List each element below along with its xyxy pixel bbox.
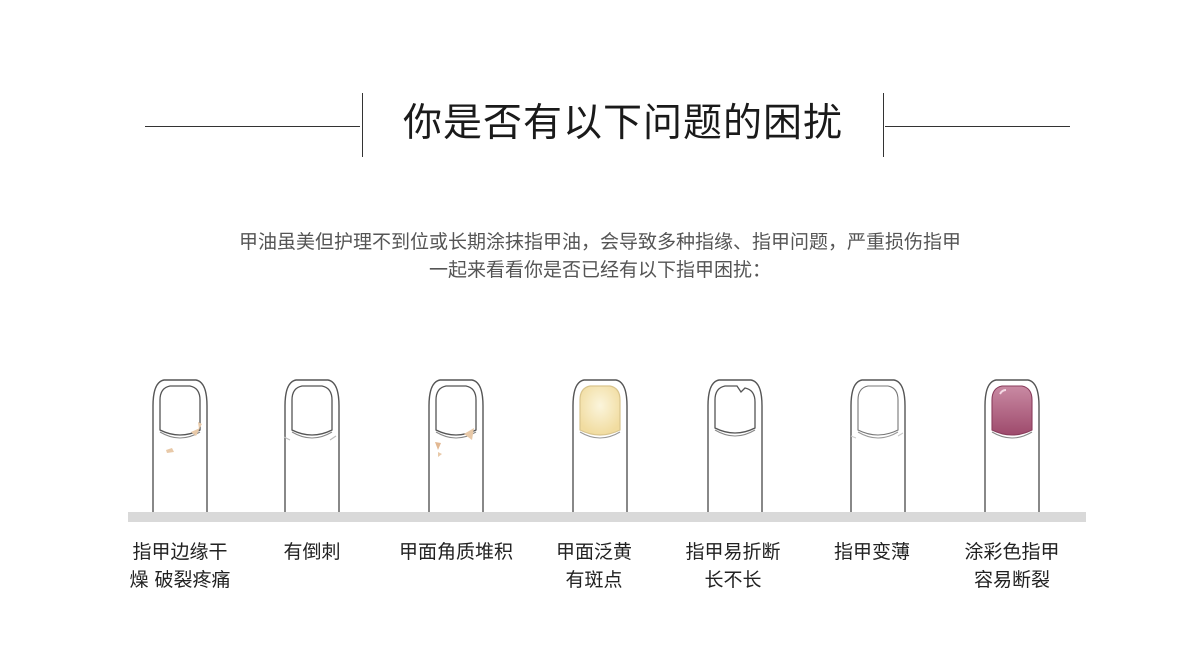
base-bar: [128, 512, 1086, 522]
problem-label-line: 甲面角质堆积: [398, 541, 513, 563]
problem-label-cuticle: 甲面角质堆积: [381, 538, 531, 566]
problem-label-thin: 指甲变薄: [797, 538, 947, 566]
problem-label-line: 长不长: [704, 569, 762, 591]
problem-label-line: 指甲变薄: [833, 541, 910, 563]
problem-labels: 指甲边缘干 燥 破裂疼痛 有倒刺 甲面角质堆积 甲面泛黄 有斑点 指甲易折断 长…: [0, 538, 1200, 658]
title-bracket-right: [883, 93, 884, 157]
problem-label-line: 涂彩色指甲: [964, 541, 1060, 563]
nail-illustrations: [152, 379, 1040, 512]
problem-label-dry-cracked: 指甲边缘干 燥 破裂疼痛: [105, 538, 255, 594]
intro-line-1: 甲油虽美但护理不到位或长期涂抹指甲油，会导致多种指缘、指甲问题，严重损伤指甲: [238, 231, 961, 253]
cuticle-buildup-nail-icon: [428, 379, 484, 512]
problem-label-line: 有斑点: [565, 569, 623, 591]
problem-label-yellow: 甲面泛黄 有斑点: [519, 538, 669, 594]
intro-text: 甲油虽美但护理不到位或长期涂抹指甲油，会导致多种指缘、指甲问题，严重损伤指甲 一…: [100, 228, 1100, 284]
problem-label-line: 燥 破裂疼痛: [129, 569, 231, 591]
dry-cracked-nail-icon: [152, 379, 208, 512]
thin-nail-icon: [850, 379, 906, 512]
hangnail-icon: [283, 379, 340, 512]
problem-label-polish: 涂彩色指甲 容易断裂: [937, 538, 1087, 594]
title-rule-left: [145, 126, 360, 127]
yellow-spotted-nail-icon: [572, 379, 628, 512]
title-bracket-left: [362, 93, 363, 157]
intro-line-2: 一起来看看你是否已经有以下指甲困扰：: [428, 259, 771, 281]
problem-label-line: 指甲易折断: [685, 541, 781, 563]
problem-label-hangnail: 有倒刺: [237, 538, 387, 566]
problem-label-line: 容易断裂: [973, 569, 1050, 591]
page-title: 你是否有以下问题的困扰: [402, 101, 843, 146]
problem-label-line: 有倒刺: [283, 541, 341, 563]
polished-nail-icon: [984, 379, 1040, 512]
problem-label-brittle: 指甲易折断 长不长: [658, 538, 808, 594]
brittle-nail-icon: [707, 379, 763, 512]
title-rule-right: [885, 126, 1070, 127]
problem-label-line: 甲面泛黄: [555, 541, 632, 563]
problem-label-line: 指甲边缘干: [132, 541, 228, 563]
